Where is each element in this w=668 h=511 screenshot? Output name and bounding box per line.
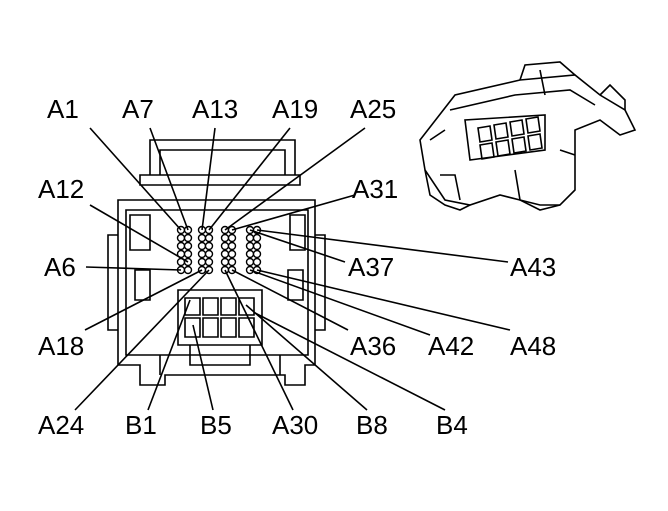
label-a42: A42 (428, 331, 474, 361)
pin (245, 257, 255, 267)
pin (245, 233, 255, 243)
pin (220, 257, 230, 267)
label-a43: A43 (510, 252, 556, 282)
label-a31: A31 (352, 174, 398, 204)
pin (197, 233, 207, 243)
pin (183, 241, 193, 251)
leader-lines (74, 127, 511, 411)
pin (227, 257, 237, 267)
pin (227, 233, 237, 243)
pin (204, 249, 214, 259)
pin (176, 233, 186, 243)
pin (252, 233, 262, 243)
label-a36: A36 (350, 331, 396, 361)
pin (183, 265, 193, 275)
pin (197, 249, 207, 259)
label-a13: A13 (192, 94, 238, 124)
pin (183, 233, 193, 243)
label-b1: B1 (125, 410, 157, 440)
pin (204, 257, 214, 267)
label-b8: B8 (356, 410, 388, 440)
pin (227, 249, 237, 259)
pin (252, 241, 262, 251)
pin (204, 233, 214, 243)
label-b4: B4 (436, 410, 468, 440)
pin (245, 249, 255, 259)
pin (220, 233, 230, 243)
pin (197, 257, 207, 267)
pin (227, 241, 237, 251)
connector-3d-view (419, 61, 637, 211)
pin (197, 241, 207, 251)
pin (220, 241, 230, 251)
pin (252, 249, 262, 259)
pin (183, 249, 193, 259)
pin-grid (176, 225, 262, 275)
label-a6: A6 (44, 252, 76, 282)
label-a1: A1 (47, 94, 79, 124)
pin (252, 257, 262, 267)
label-a30: A30 (272, 410, 318, 440)
pin-labels: A1 A7 A13 A19 A25 A12 A31 A6 A37 A43 A18… (38, 94, 556, 440)
label-a18: A18 (38, 331, 84, 361)
label-a7: A7 (122, 94, 154, 124)
label-a19: A19 (272, 94, 318, 124)
pin (220, 249, 230, 259)
label-a37: A37 (348, 252, 394, 282)
label-a12: A12 (38, 174, 84, 204)
label-a25: A25 (350, 94, 396, 124)
pin (204, 241, 214, 251)
label-a24: A24 (38, 410, 84, 440)
pin (245, 241, 255, 251)
connector-face (107, 139, 326, 386)
label-a48: A48 (510, 331, 556, 361)
label-b5: B5 (200, 410, 232, 440)
pin (176, 241, 186, 251)
